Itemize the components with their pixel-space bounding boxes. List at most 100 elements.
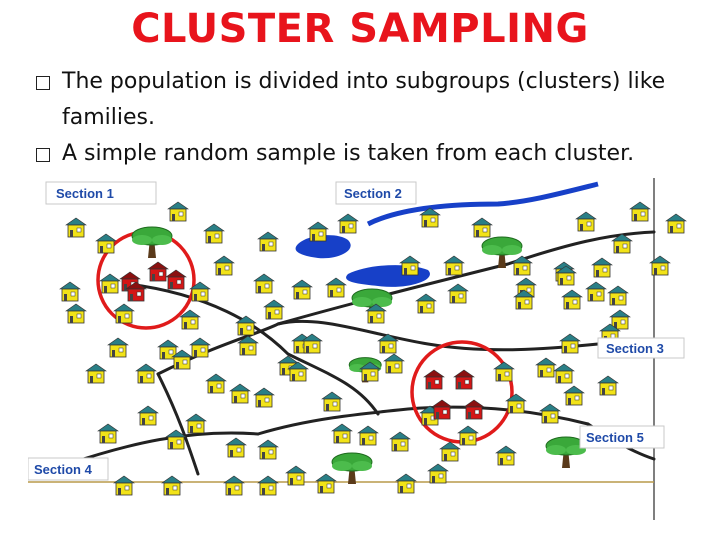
house-icon: [165, 429, 187, 450]
house-icon: [443, 255, 465, 276]
house-icon: [649, 255, 671, 276]
house-icon: [383, 353, 405, 374]
house-icon: [167, 201, 189, 222]
house-icon: [495, 445, 517, 466]
house-icon: [389, 431, 411, 452]
house-icon: [365, 303, 387, 324]
tree-icon: [331, 452, 373, 484]
house-icon: [257, 439, 279, 460]
house-icon: [189, 337, 211, 358]
road: [156, 372, 200, 476]
house-icon: [171, 349, 193, 370]
section-label: Section 5: [579, 425, 665, 449]
house-icon: [591, 257, 613, 278]
section-label-text: Section 1: [56, 186, 114, 201]
house-icon: [511, 255, 533, 276]
house-icon: [307, 221, 329, 242]
house-icon: [607, 285, 629, 306]
house-icon: [337, 213, 359, 234]
tree-icon: [545, 436, 587, 468]
house-icon: [555, 265, 577, 286]
bullet-item: A simple random sample is taken from eac…: [36, 136, 696, 172]
house-icon: [575, 211, 597, 232]
house-icon: [377, 333, 399, 354]
house-icon: [457, 425, 479, 446]
bullet-text: A simple random sample is taken from eac…: [62, 141, 635, 166]
house-icon: [561, 289, 583, 310]
house-icon: [357, 425, 379, 446]
house-icon: [235, 315, 257, 336]
house-icon: [263, 299, 285, 320]
house-icon: [493, 361, 515, 382]
house-icon: [597, 375, 619, 396]
house-icon: [331, 423, 353, 444]
house-icon: [285, 465, 307, 486]
section-label: Section 3: [597, 337, 685, 359]
section-label-text: Section 4: [34, 462, 93, 477]
roads: [66, 230, 656, 476]
section-label-text: Section 5: [586, 430, 644, 445]
house-icon: [59, 281, 81, 302]
selected-house-icon: [463, 399, 485, 420]
house-icon: [185, 413, 207, 434]
house-icon: [205, 373, 227, 394]
house-icon: [253, 273, 275, 294]
house-icon: [471, 217, 493, 238]
selected-house-icon: [423, 369, 445, 390]
house-icon: [203, 223, 225, 244]
house-icon: [585, 281, 607, 302]
bullet-item: The population is divided into subgroups…: [36, 64, 696, 136]
house-icon: [253, 387, 275, 408]
house-icon: [287, 361, 309, 382]
lake-shape: [295, 235, 351, 259]
house-icon: [137, 405, 159, 426]
house-icon: [229, 383, 251, 404]
tree-icon: [481, 236, 523, 268]
house-icon: [179, 309, 201, 330]
house-icon: [321, 391, 343, 412]
house-icon: [559, 333, 581, 354]
house-icon: [439, 441, 461, 462]
section-label-box: [28, 457, 109, 481]
house-icon: [113, 475, 135, 496]
house-icon: [225, 437, 247, 458]
houses: [59, 201, 687, 496]
house-icon: [113, 303, 135, 324]
house-icon: [107, 337, 129, 358]
house-icon: [65, 303, 87, 324]
house-icon: [257, 231, 279, 252]
house-icon: [85, 363, 107, 384]
house-icon: [189, 281, 211, 302]
house-icon: [399, 255, 421, 276]
house-icon: [395, 473, 417, 494]
house-icon: [513, 289, 535, 310]
house-icon: [505, 393, 527, 414]
house-icon: [611, 233, 633, 254]
house-icon: [315, 473, 337, 494]
house-icon: [665, 213, 687, 234]
section-label-text: Section 3: [606, 341, 664, 356]
house-icon: [415, 293, 437, 314]
house-icon: [563, 385, 585, 406]
road: [256, 405, 590, 436]
tree-icon: [131, 226, 173, 258]
house-icon: [447, 283, 469, 304]
house-icon: [629, 201, 651, 222]
section-label-box: [335, 181, 417, 205]
cluster-circle: [410, 340, 514, 444]
section-label-text: Section 2: [344, 186, 402, 201]
bullet-list: The population is divided into subgroups…: [36, 64, 696, 172]
house-icon: [213, 255, 235, 276]
road: [156, 319, 600, 376]
selected-house-icon: [453, 369, 475, 390]
house-icon: [97, 423, 119, 444]
house-icon: [301, 333, 323, 354]
house-icon: [427, 463, 449, 484]
section-label: Section 2: [335, 181, 417, 205]
river: [366, 181, 599, 227]
road: [126, 282, 380, 416]
house-icon: [325, 277, 347, 298]
house-icon: [99, 273, 121, 294]
section-label-box: [597, 337, 685, 359]
cluster-map: Section 1 Section 2 Section 3 Section 4 …: [28, 178, 687, 520]
